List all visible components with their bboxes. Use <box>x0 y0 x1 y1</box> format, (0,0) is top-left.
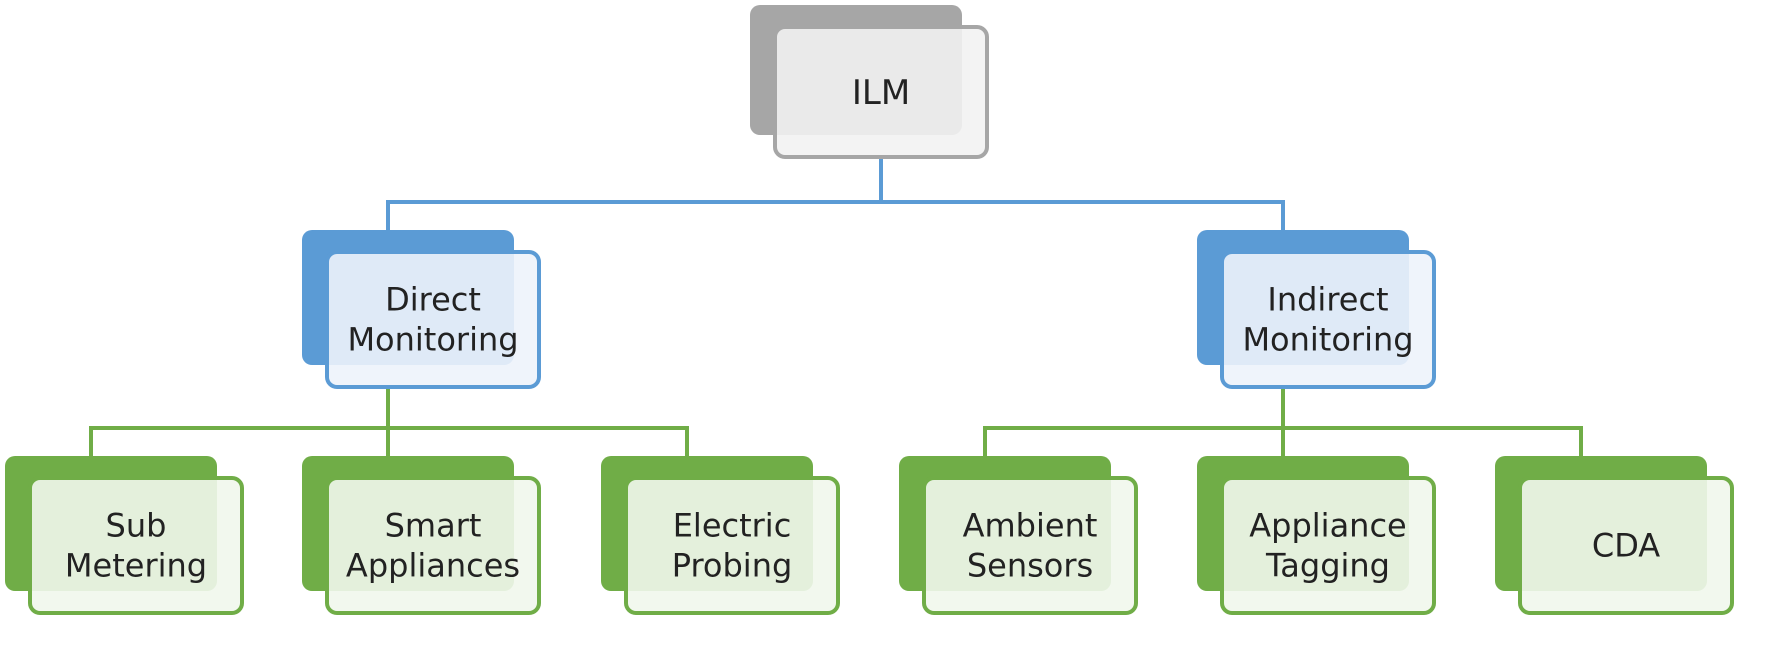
category-node-card <box>1220 250 1436 389</box>
leaf-node-label-line: Tagging <box>1265 547 1390 585</box>
category-node-label-line: Monitoring <box>1242 321 1413 359</box>
leaf-node-label-line: Electric <box>673 507 792 545</box>
root-node-label-line: ILM <box>852 73 910 113</box>
leaf-node-label-line: Probing <box>672 547 793 585</box>
leaf-node-card <box>28 476 244 615</box>
leaf-node-label-line: Appliance <box>1249 507 1406 545</box>
leaf-node-card <box>325 476 541 615</box>
category-node-label-line: Direct <box>385 281 481 319</box>
category-node-label-line: Monitoring <box>347 321 518 359</box>
category-node-label-line: Indirect <box>1267 281 1388 319</box>
leaf-node-card <box>624 476 840 615</box>
leaf-node-label-line: Smart <box>385 507 482 545</box>
leaf-node-card <box>922 476 1138 615</box>
root-node-card <box>773 25 989 159</box>
leaf-node-label-line: CDA <box>1592 527 1660 565</box>
leaf-node-card <box>1518 476 1734 615</box>
leaf-node-label-line: Sensors <box>967 547 1093 585</box>
leaf-node: CDA <box>1495 456 1734 615</box>
leaf-node-label-line: Metering <box>65 547 207 585</box>
leaf-node-label-line: Ambient <box>963 507 1098 545</box>
leaf-node-label-line: Sub <box>106 507 167 545</box>
leaf-node-label-line: Appliances <box>346 547 520 585</box>
leaf-node-card <box>1220 476 1436 615</box>
category-node-card <box>325 250 541 389</box>
root-node: ILM <box>750 5 989 159</box>
